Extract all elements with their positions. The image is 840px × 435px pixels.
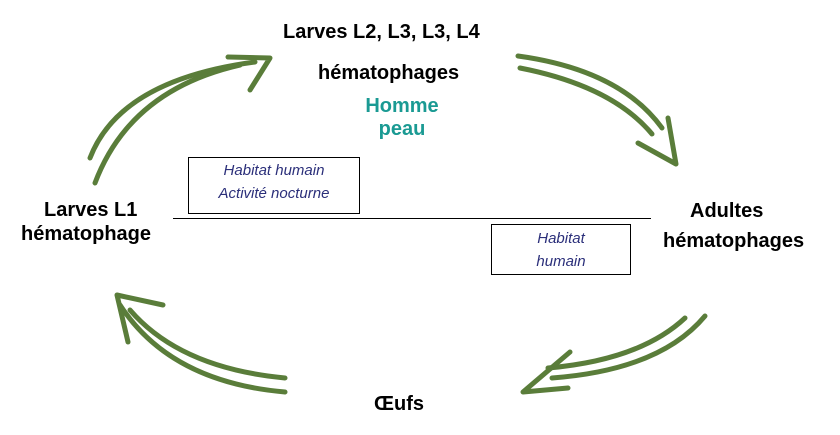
stage-label-adults: Adultes [690, 200, 764, 222]
arrow-l2l4-to-adults [515, 53, 679, 167]
arrow-eggs-to-l1 [114, 292, 288, 395]
habitat-box-left-line1: Habitat humain [223, 162, 325, 179]
habitat-box-right-line2: humain [536, 252, 586, 270]
host-divider-line [173, 218, 651, 219]
stage-label-eggs: Œufs [374, 393, 424, 415]
stage-label-l1: Larves L1 [44, 199, 138, 221]
habitat-box-right-line1: Habitat [537, 230, 585, 247]
arrow-adults-to-eggs [520, 313, 708, 395]
stage-label-l2-l4-feeding: hématophages [318, 62, 460, 84]
host-label-line1: Homme [365, 95, 439, 117]
habitat-box-right: Habitat humain [491, 224, 631, 275]
habitat-box-left: Habitat humain Activité nocturne [188, 157, 360, 214]
host-label-line2: peau [378, 118, 426, 140]
stage-label-l1-feeding: hématophage [21, 223, 152, 245]
stage-label-adults-feeding: hématophages [663, 230, 805, 252]
arrow-l1-to-l2l4 [87, 54, 273, 186]
stage-label-l2-l4: Larves L2, L3, L3, L4 [283, 21, 480, 43]
habitat-box-left-line2: Activité nocturne [218, 184, 330, 202]
host-label: Homme peau [355, 95, 449, 141]
